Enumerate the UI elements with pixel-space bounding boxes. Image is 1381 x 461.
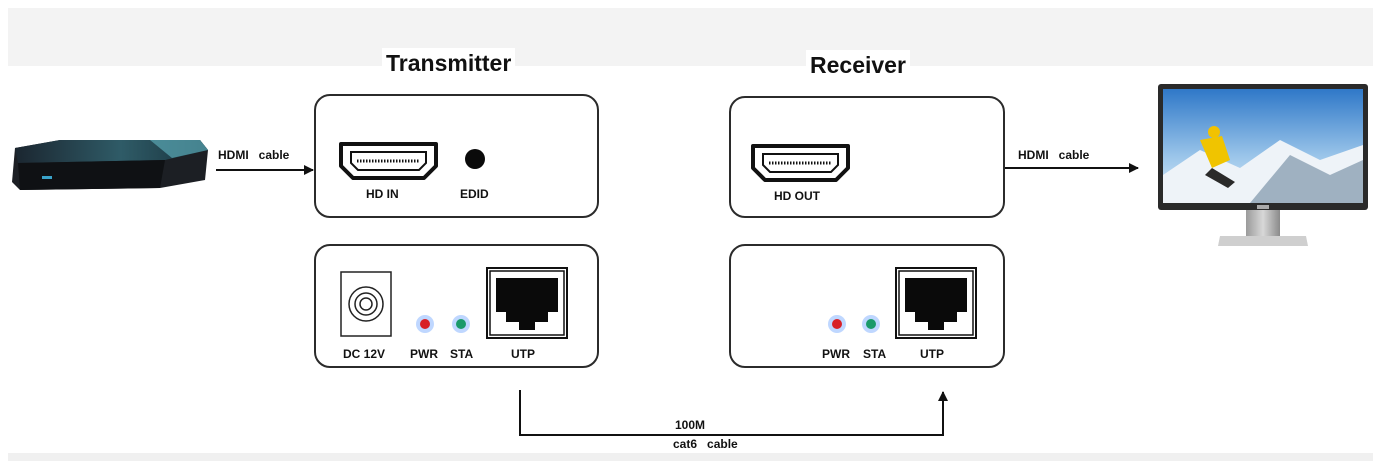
cat6-link-line bbox=[519, 390, 948, 436]
rx-utp-label: UTP bbox=[920, 347, 944, 361]
header-band bbox=[8, 8, 1373, 66]
rx-pwr-label: PWR bbox=[822, 347, 850, 361]
edid-label: EDID bbox=[460, 187, 489, 201]
link-speed-label: 100M bbox=[675, 418, 706, 432]
transmitter-title: Transmitter bbox=[382, 48, 516, 78]
receiver-title: Receiver bbox=[806, 50, 910, 80]
rx-sta-label: STA bbox=[863, 347, 887, 361]
dc-12v-label: DC 12V bbox=[343, 347, 386, 361]
footer-band bbox=[8, 453, 1373, 461]
hdmi-cable-label-source: HDMI cable bbox=[218, 148, 290, 162]
tx-pwr-label: PWR bbox=[410, 347, 438, 361]
tx-sta-label: STA bbox=[450, 347, 474, 361]
cat6-cable-label: cat6 cable bbox=[673, 437, 738, 451]
hdmi-cable-label-monitor: HDMI cable bbox=[1018, 148, 1090, 162]
tx-utp-label: UTP bbox=[511, 347, 535, 361]
hd-out-label: HD OUT bbox=[774, 189, 820, 203]
hd-in-label: HD IN bbox=[366, 187, 399, 201]
